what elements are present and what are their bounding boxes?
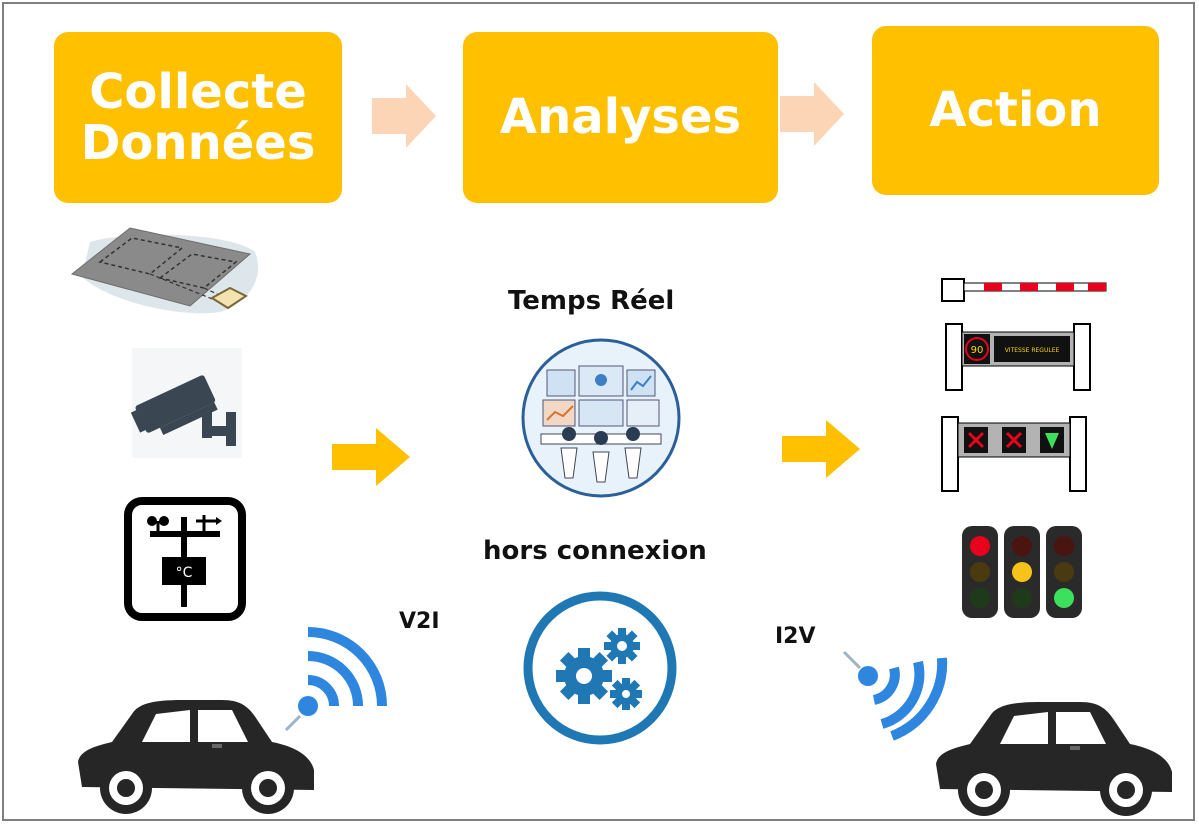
right-car-icon (936, 702, 1172, 816)
step-collect-box: Collecte Données (54, 32, 342, 203)
step-analyse-label: Analyses (499, 89, 742, 146)
temperature-label: °C (176, 565, 193, 581)
right-wifi-signal-icon (842, 650, 948, 741)
arrow-to-analyse (332, 428, 410, 486)
barrier-icon (941, 278, 1107, 302)
speed-sign-gantry-icon: 90 VITESSE REGULEE (945, 323, 1091, 391)
v2i-label: V2I (399, 609, 440, 634)
control-room-icon (521, 338, 681, 498)
step-collect-label: Collecte Données (80, 64, 316, 171)
pale-arrow-1 (372, 84, 436, 148)
speed-message-text: VITESSE REGULEE (1005, 347, 1060, 354)
traffic-lights-icon (962, 526, 1082, 618)
weather-station-icon: °C (124, 497, 246, 621)
realtime-label: Temps Réel (508, 286, 675, 316)
cctv-camera-icon (130, 348, 242, 458)
pale-arrow-2 (780, 82, 844, 146)
i2v-label: I2V (775, 624, 816, 649)
lane-control-gantry-icon (941, 416, 1087, 492)
step-action-box: Action (872, 26, 1159, 195)
left-wifi-signal-icon (284, 627, 387, 732)
speed-value-text: 90 (971, 345, 984, 356)
arrow-to-action (782, 420, 860, 478)
left-car-icon (78, 700, 314, 814)
road-loop-sensor-icon (70, 227, 259, 314)
gears-offline-icon (523, 591, 677, 745)
step-action-label: Action (929, 82, 1102, 139)
offline-label: hors connexion (483, 536, 707, 566)
step-analyse-box: Analyses (463, 32, 778, 203)
